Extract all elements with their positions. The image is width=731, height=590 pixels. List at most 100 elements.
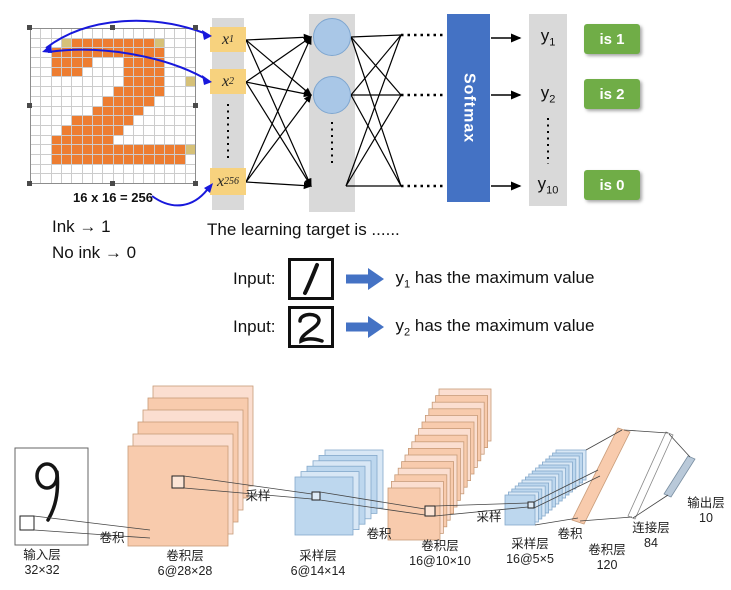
pixel-cell — [82, 135, 92, 145]
pixel-cell — [113, 174, 123, 183]
pixel-cell — [51, 154, 61, 164]
selection-handle[interactable] — [27, 25, 32, 30]
pixel-cell — [175, 29, 185, 38]
label-fc-layer: 连接层 — [632, 520, 670, 535]
pixel-cell — [123, 48, 134, 58]
pixel-cell — [103, 174, 113, 183]
pixel-cell — [103, 106, 113, 116]
cnn-input-box — [14, 447, 89, 546]
output-label-y1: y1 — [529, 26, 567, 48]
pixel-cell — [185, 29, 195, 38]
output-label-sub: 2 — [549, 93, 556, 106]
kernel-windows — [19, 475, 535, 531]
label-op-pool-2: 采样 — [476, 509, 501, 524]
pixel-cell — [92, 96, 103, 106]
pixel-cell — [103, 164, 113, 174]
pixel-cell — [31, 96, 41, 106]
pixel-cell — [103, 29, 113, 38]
learning-target-text: The learning target is ...... — [207, 220, 400, 239]
pixel-cell — [41, 77, 51, 87]
pixel-cell — [165, 135, 175, 145]
pixel-cell — [175, 145, 185, 154]
handwritten-1-icon — [302, 263, 319, 295]
kernel-conv2 — [424, 505, 436, 517]
pixel-cell — [165, 58, 175, 67]
pixel-cell — [92, 67, 103, 77]
selection-handle[interactable] — [193, 181, 198, 186]
pixel-cell — [165, 125, 175, 135]
pixel-cell — [82, 145, 92, 154]
selection-handle[interactable] — [27, 181, 32, 186]
pixel-cell — [134, 96, 144, 106]
pixel-cell — [31, 48, 41, 58]
pixel-cell — [113, 135, 123, 145]
pixel-cell — [175, 48, 185, 58]
pixel-cell — [175, 116, 185, 125]
pixel-cell — [134, 48, 144, 58]
pixel-cell — [41, 67, 51, 77]
input-label: Input: — [233, 269, 276, 288]
pixel-cell — [41, 145, 51, 154]
pixel-cell — [41, 96, 51, 106]
pixel-cell — [41, 164, 51, 174]
pixel-cell — [31, 77, 41, 87]
pixel-cell — [31, 135, 41, 145]
pixel-cell — [185, 135, 195, 145]
pixel-cell — [144, 125, 154, 135]
pixel-cell — [51, 164, 61, 174]
pixel-cell — [103, 96, 113, 106]
pixel-cell — [72, 125, 82, 135]
pixel-cell — [41, 29, 51, 38]
pixel-cell — [165, 48, 175, 58]
pixel-cell — [144, 106, 154, 116]
pixel-cell — [165, 38, 175, 48]
label-conv3-layer: 卷积层 — [588, 542, 626, 557]
pixel-cell — [92, 174, 103, 183]
pixel-cell — [51, 38, 61, 48]
pixel-cell — [185, 164, 195, 174]
pixel-cell — [123, 174, 134, 183]
result-text-1: y1 has the maximum value — [396, 268, 595, 290]
pixel-cell — [185, 48, 195, 58]
pixel-cell — [154, 87, 165, 96]
pixel-cell — [165, 174, 175, 183]
pixel-cell — [113, 106, 123, 116]
pixel-cell — [72, 174, 82, 183]
pixel-cell — [154, 154, 165, 164]
pixel-cell — [92, 58, 103, 67]
softmax-output-arrows — [491, 33, 522, 191]
pixel-cell — [144, 29, 154, 38]
kernel-pool2 — [527, 501, 535, 509]
selection-handle[interactable] — [110, 25, 115, 30]
block-arrow-icon — [345, 316, 384, 338]
selection-handle[interactable] — [27, 103, 32, 108]
pixel-cell — [154, 48, 165, 58]
pixel-cell — [134, 116, 144, 125]
label-op-conv-2: 卷积 — [366, 526, 391, 541]
pixel-cell — [103, 125, 113, 135]
selection-handle[interactable] — [193, 103, 198, 108]
pixel-cell — [51, 135, 61, 145]
pixel-cell — [154, 38, 165, 48]
digit-box-2 — [287, 306, 334, 348]
pixel-cell — [41, 106, 51, 116]
pixel-cell — [31, 154, 41, 164]
selection-handle[interactable] — [110, 181, 115, 186]
pixel-cell — [144, 164, 154, 174]
pixel-cell — [144, 38, 154, 48]
selection-handle[interactable] — [193, 25, 198, 30]
pixel-cell — [82, 154, 92, 164]
pixel-cell — [31, 116, 41, 125]
cnn-diagram: 输入层 32×32 卷积 卷积层 6@28×28 采样 采样层 6@14×14 … — [14, 385, 725, 578]
pixel-cell — [175, 174, 185, 183]
pixel-cell — [72, 154, 82, 164]
pixel-cell — [41, 38, 51, 48]
label-op-pool-1: 采样 — [245, 488, 270, 503]
pixel-cell — [113, 96, 123, 106]
output-label-base: y — [540, 26, 550, 45]
feature-map — [127, 445, 229, 547]
pixel-cell — [123, 106, 134, 116]
pixel-cell — [144, 174, 154, 183]
pixel-cell — [123, 38, 134, 48]
